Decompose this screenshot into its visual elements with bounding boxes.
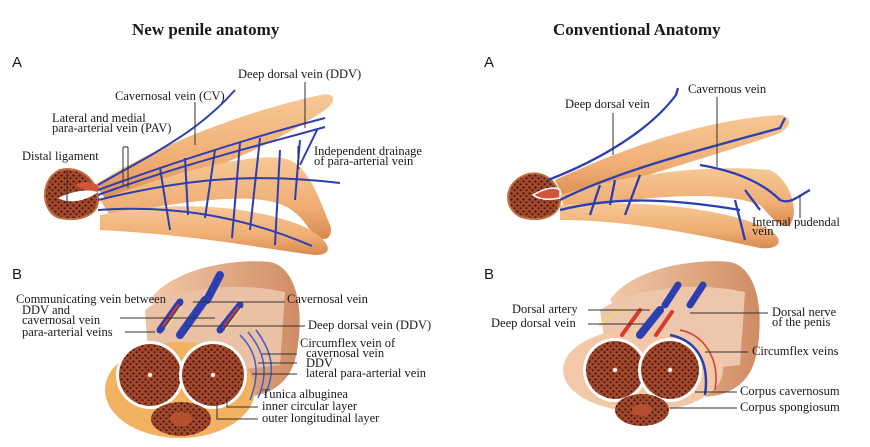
right-panel-a-illustration bbox=[507, 87, 811, 249]
label-communicating-vein-line3: cavernosal vein bbox=[22, 313, 101, 327]
label-conv-ddv-b: Deep dorsal vein bbox=[491, 316, 576, 330]
label-corpus-spongiosum: Corpus spongiosum bbox=[740, 400, 840, 414]
label-ddv-b: Deep dorsal vein (DDV) bbox=[308, 318, 432, 332]
lower-corpus-shape bbox=[100, 206, 328, 255]
label-pav-line2: para-arterial vein (PAV) bbox=[52, 121, 172, 135]
label-independent-drainage-line1: Independent drainage bbox=[314, 144, 422, 158]
label-cavernosal-vein: Cavernosal vein (CV) bbox=[115, 89, 225, 103]
label-communicating-vein-line2: DDV and bbox=[22, 303, 71, 317]
label-ddv: Deep dorsal vein (DDV) bbox=[238, 67, 362, 81]
right-panel-a-letter: A bbox=[484, 54, 495, 71]
label-pav-line1: Lateral and medial bbox=[52, 111, 146, 125]
left-title: New penile anatomy bbox=[132, 20, 280, 39]
label-tunica-albuginea: Tunica albuginea bbox=[262, 387, 348, 401]
label-pudendal-line2: vein bbox=[752, 224, 774, 238]
label-circumflex-line1: Circumflex vein of bbox=[300, 336, 396, 350]
cavernosal-vein-path bbox=[97, 89, 236, 186]
left-panel-a-illustration bbox=[44, 89, 341, 255]
label-pudendal-line1: Internal pudendal bbox=[752, 215, 840, 229]
label-inner-circular: inner circular layer bbox=[262, 399, 358, 413]
leader-lines bbox=[66, 82, 801, 420]
label-dorsal-artery: Dorsal artery bbox=[512, 302, 578, 316]
label-dorsal-nerve-line1: Dorsal nerve bbox=[772, 305, 837, 319]
left-panel-b-illustration bbox=[105, 261, 300, 438]
label-cavernous-vein: Cavernous vein bbox=[688, 82, 767, 96]
label-outer-longitudinal: outer longitudinal layer bbox=[262, 411, 380, 425]
label-cavernosal-vein-b: Cavernosal vein bbox=[287, 292, 368, 306]
conventional-ddv-path bbox=[547, 87, 680, 182]
label-distal-ligament: Distal ligament bbox=[22, 149, 99, 163]
right-panel-b-illustration bbox=[563, 261, 760, 426]
right-panel-b-letter: B bbox=[484, 266, 495, 283]
label-conv-ddv: Deep dorsal vein bbox=[565, 97, 650, 111]
right-title: Conventional Anatomy bbox=[553, 20, 721, 39]
label-circumflex-line3: DDV bbox=[306, 356, 334, 370]
label-dorsal-nerve-line2: of the penis bbox=[772, 315, 831, 329]
left-panel-a-letter: A bbox=[12, 54, 23, 71]
label-corpus-cavernosum: Corpus cavernosum bbox=[740, 384, 840, 398]
label-communicating-vein-line1: Communicating vein between bbox=[16, 292, 166, 306]
ddv-path bbox=[97, 117, 326, 191]
left-panel-b-letter: B bbox=[12, 266, 23, 283]
label-independent-drainage-line2: of para-arterial vein bbox=[314, 154, 414, 168]
label-para-arterial-veins: para-arterial veins bbox=[22, 325, 113, 339]
label-circumflex-line4: lateral para-arterial vein bbox=[306, 366, 427, 380]
label-circumflex-line2: cavernosal vein bbox=[306, 346, 385, 360]
label-circumflex-veins: Circumflex veins bbox=[752, 344, 839, 358]
